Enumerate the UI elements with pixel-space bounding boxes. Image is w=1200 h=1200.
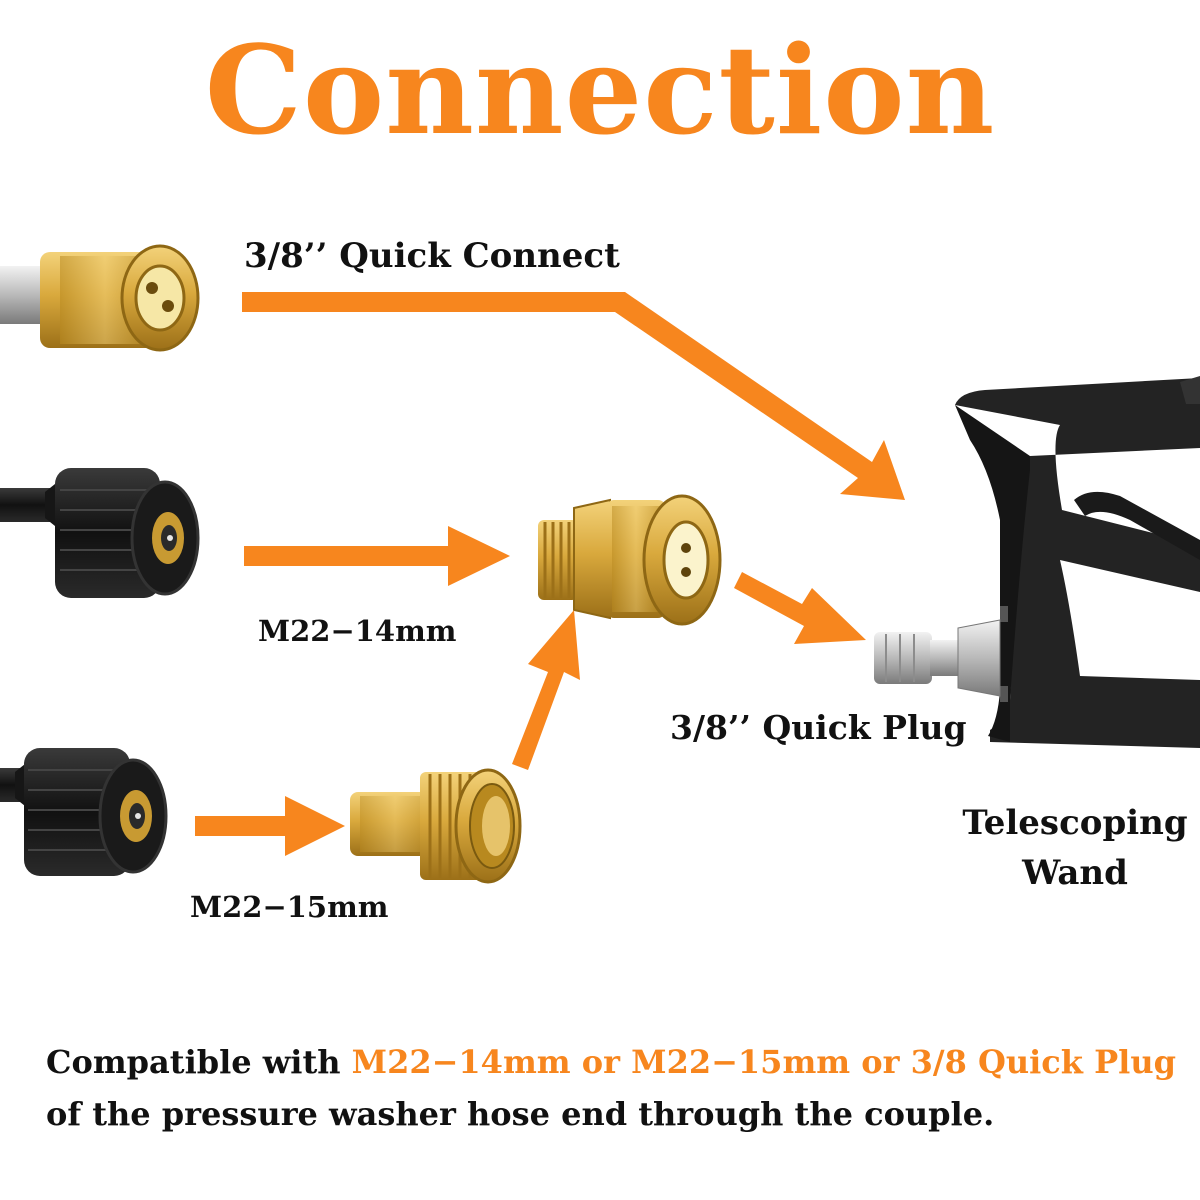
arrow-m22-15mm	[195, 796, 345, 856]
compatibility-caption: Compatible with M22−14mm or M22−15mm or …	[46, 1036, 1176, 1140]
spray-gun-icon	[874, 376, 1200, 748]
label-m22-15mm: M22−15mm	[190, 890, 389, 924]
page-title: Connection	[204, 18, 996, 162]
label-wand-line1: Telescoping	[962, 803, 1188, 843]
m22-15mm-hose-end-icon	[0, 748, 168, 876]
label-quick-plug: 3/8’’ Quick Plug	[670, 708, 967, 747]
label-m22-14mm: M22−14mm	[258, 614, 457, 648]
arrow-quick-connect	[242, 292, 905, 500]
arrow-m22-14mm	[244, 526, 510, 586]
connection-arrows	[195, 292, 905, 856]
label-quick-connect: 3/8’’ Quick Connect	[244, 236, 620, 276]
label-wand-line2: Wand	[1022, 853, 1128, 893]
quick-connect-fitting-icon	[0, 244, 200, 352]
caption-prefix: Compatible with	[46, 1043, 352, 1081]
coupler-icon	[538, 494, 722, 626]
label-telescoping-wand: Telescoping Wand	[945, 798, 1200, 898]
arrow-coupler-to-plug	[734, 572, 866, 644]
caption-highlight: M22−14mm or M22−15mm or 3/8 Quick Plug	[351, 1043, 1176, 1081]
caption-line1: Compatible with M22−14mm or M22−15mm or …	[46, 1036, 1176, 1088]
arrow-adapter-to-coupler	[512, 610, 580, 770]
m22-14mm-hose-end-icon	[0, 468, 200, 598]
caption-line2: of the pressure washer hose end through …	[46, 1095, 995, 1133]
adapter-icon	[350, 768, 522, 884]
